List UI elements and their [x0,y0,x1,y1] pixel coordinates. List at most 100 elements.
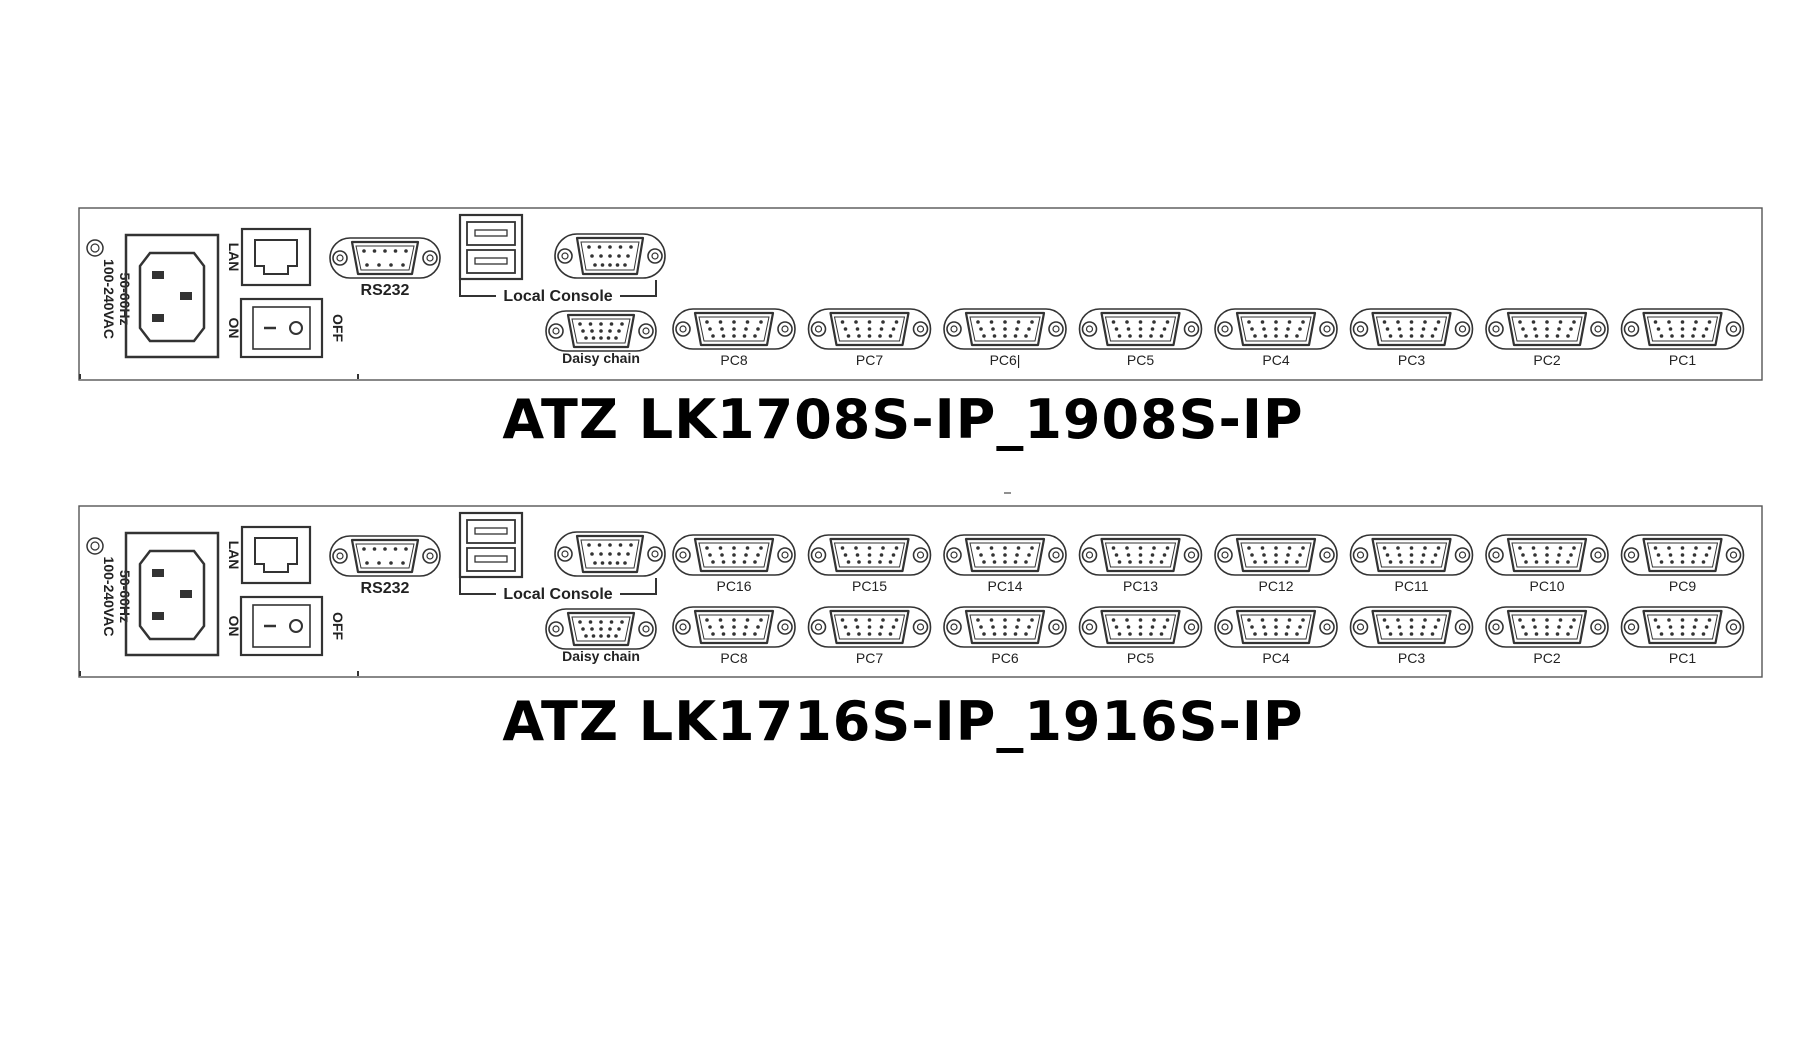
pc-port-label: PC8 [720,650,747,666]
connector-pin [597,245,602,249]
connector-shell [1506,609,1588,645]
connector-pin [1667,320,1671,324]
connector-pin [881,320,885,324]
connector-pin [1409,560,1414,564]
daisy-chain-label: Daisy chain [562,350,640,366]
off-label: OFF [330,612,346,640]
connector-pin [1382,546,1387,550]
connector-shell [964,609,1046,645]
screw-hole [781,551,789,559]
connector-pin [1420,560,1424,564]
connector-pin [1274,546,1278,550]
connector-pin [1301,618,1305,622]
connector-pin [1668,553,1673,557]
screw-hole [1627,325,1636,333]
daisy-chain-port [545,310,657,352]
connector-pin [1286,327,1290,331]
screw-hole [1052,551,1060,559]
connector-inner [1646,542,1719,568]
connector-pin [1003,327,1007,331]
usb-port-icon [466,249,516,274]
pc-port-label: PC6| [990,352,1021,368]
power-switch [239,595,324,657]
connector-pin [1433,625,1438,629]
pc-port-pc1 [1620,606,1745,648]
ground-icon [86,537,104,555]
connector-pin [1274,334,1278,338]
connector-pin [600,561,605,565]
connector-pin [708,327,712,331]
connector-pin [1013,334,1018,338]
connector-pin [992,632,997,636]
connector-pin [1670,632,1674,636]
connector-flange [1349,308,1474,350]
connector-pin [1152,546,1156,550]
screw-post [557,546,573,562]
connector-pin [1295,560,1299,564]
screw-post [1048,321,1064,337]
connector-pin [1566,334,1570,338]
connector-shell [1371,537,1452,573]
pc-port-pc13 [1078,534,1203,576]
pc-port-pc12 [1214,534,1338,576]
connector-pin [855,625,860,629]
connector-pin [1263,560,1268,564]
connector-pin [992,560,997,564]
connector-pin [608,329,612,333]
screw-post [1623,321,1640,337]
model-title-8-port: ATZ LK1708S-IP_1908S-IP [502,388,1304,451]
connector-pin [1253,334,1257,338]
connector-pin [1126,553,1131,557]
connector-pin [1117,334,1122,338]
connector-pin [742,560,747,564]
connector-pin [1247,320,1251,324]
pc-port-pc8 [672,606,796,648]
connector-pin [1162,625,1167,629]
screw-post [1183,547,1200,563]
connector-pin [1694,546,1698,550]
connector-pin [608,552,612,556]
pc-port-pc7 [807,308,932,350]
connector-pin [854,546,858,550]
connector-shell [1506,311,1588,347]
screw-post [638,323,654,339]
connector-pin [614,634,618,638]
connector-pin [599,552,603,556]
connector-flange [1078,534,1203,576]
connector-pin [1656,625,1661,629]
screw-post [332,548,348,564]
connector-pin [1287,618,1292,622]
connector-pin [1260,320,1265,324]
screw-hole [950,623,958,631]
connector-pin [600,263,605,267]
connector-pin [1298,327,1302,331]
connector-flange [329,237,441,279]
connector-pin [1423,618,1427,622]
connector-pin [1531,320,1536,324]
pc-port-label: PC7 [856,352,883,368]
connector-shell [575,534,645,574]
connector-pin [1262,625,1266,629]
screw-hole [1729,623,1738,631]
connector-pin [1397,327,1402,331]
connector-flange [672,534,796,576]
screw-hole [642,625,650,633]
connector-pin [1409,553,1414,557]
connector-pin [989,320,994,324]
pc-port-pc3 [1349,308,1474,350]
screw-hole [950,325,958,333]
connector-pin [846,334,851,338]
screw-hole [1052,623,1060,631]
connector-pin [1149,560,1153,564]
screw-post [810,547,827,563]
screw-hole [336,552,344,560]
connector-pin [597,543,602,547]
connector-inner [1646,316,1719,342]
connector-pin [404,547,408,551]
screw-hole [1492,623,1500,631]
connector-flange [1078,606,1203,648]
connector-pin [891,327,896,331]
connector-pin [626,552,630,556]
connector-pin [881,618,885,622]
screw-post [912,321,929,337]
